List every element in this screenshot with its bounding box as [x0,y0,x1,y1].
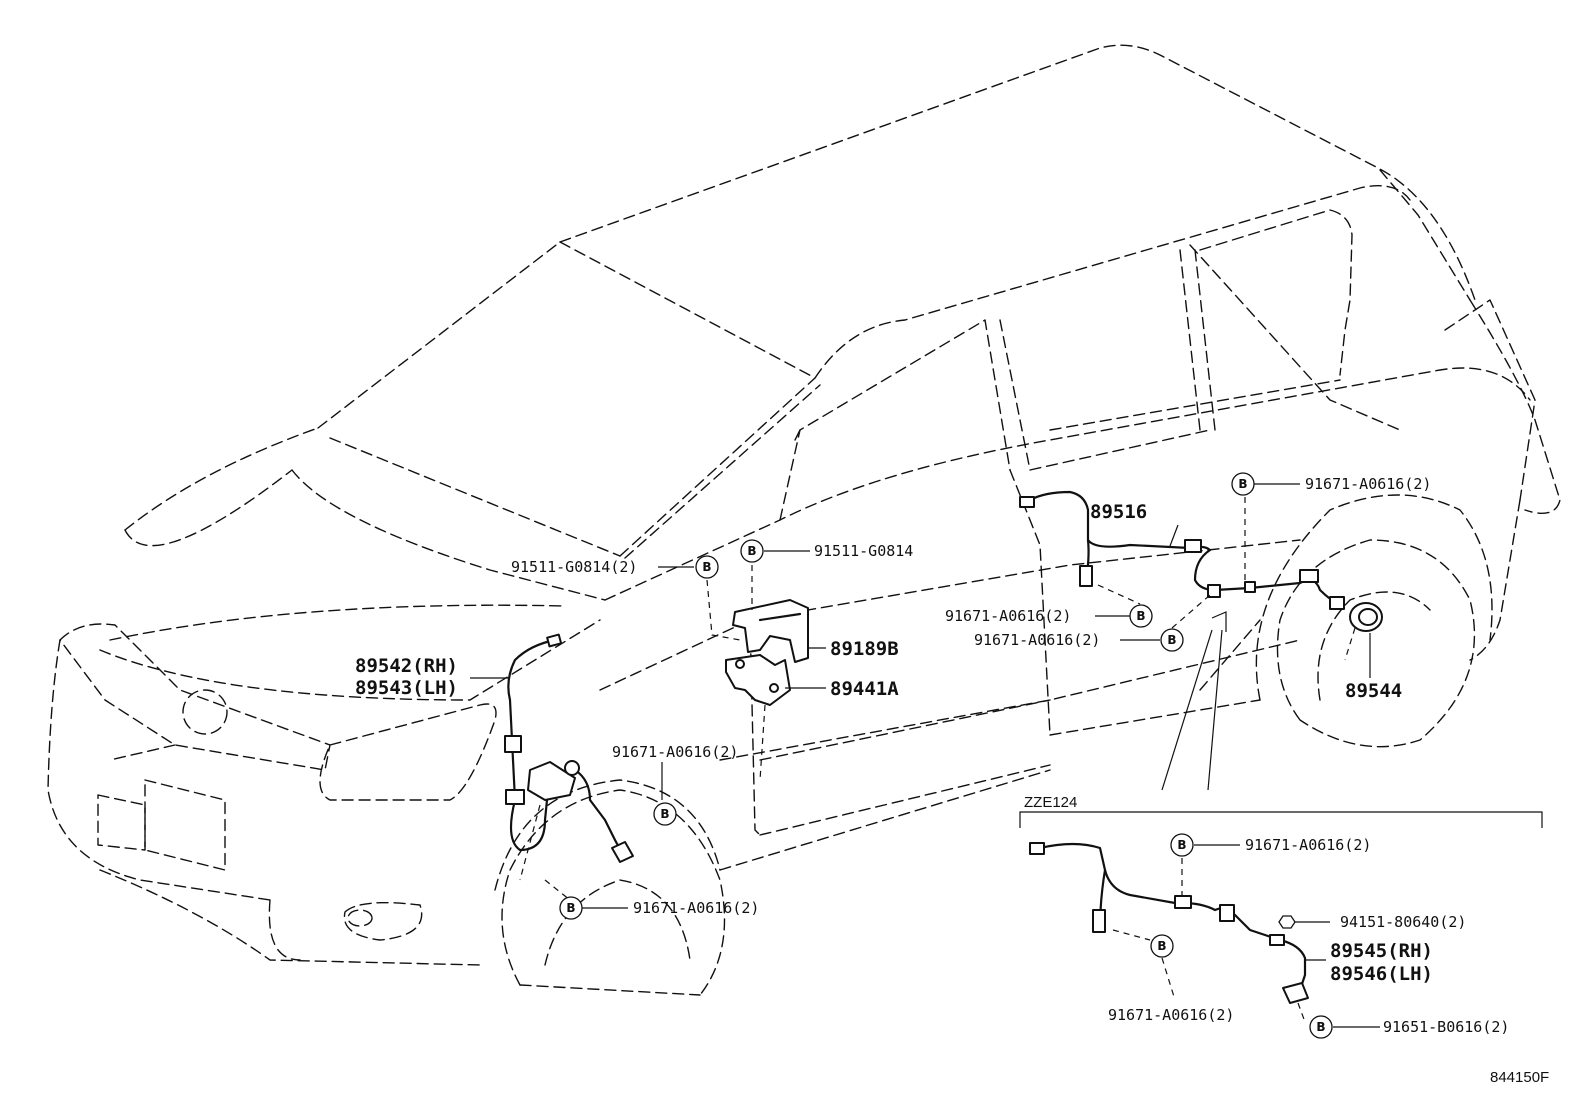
callout-89543-lh: 89543(LH) [355,677,458,699]
svg-text:B: B [1157,939,1166,953]
callout-zze-91671-top: 91671-A0616(2) [1245,836,1371,854]
svg-text:B: B [747,544,756,558]
callout-89542-rh: 89542(RH) [355,655,458,677]
svg-text:B: B [566,901,575,915]
bolt-marker: B [1150,934,1174,958]
callout-91671-front-upper: 91671-A0616(2) [612,743,738,761]
bolt-marker: B [559,896,583,920]
callout-91511-g0814-2: 91511-G0814(2) [511,558,637,576]
callout-91671-front-lower: 91671-A0616(2) [633,899,759,917]
callout-zze-89546-lh: 89546(LH) [1330,963,1433,985]
bolt-marker: B [1160,628,1184,652]
callout-zze-89545-rh: 89545(RH) [1330,940,1433,962]
callout-zze-94151: 94151-80640(2) [1340,913,1466,931]
nut-marker [1278,915,1296,929]
bolt-marker: B [1170,833,1194,857]
callout-zze-91671-bottom: 91671-A0616(2) [1108,1006,1234,1024]
leader-lines [470,483,1543,1028]
bolt-marker: B [1231,472,1255,496]
callout-89516: 89516 [1090,501,1147,523]
svg-text:B: B [702,560,711,574]
svg-text:B: B [1238,477,1247,491]
svg-text:B: B [660,807,669,821]
figure-code: 844150F [1490,1069,1549,1086]
callout-zze-91651: 91651-B0616(2) [1383,1018,1509,1036]
callout-91671-rear-top: 91671-A0616(2) [1305,475,1431,493]
bolt-marker: B [1129,604,1153,628]
bolt-markers: B B B B B B B B B B [559,472,1333,1039]
bolt-marker: B [740,539,764,563]
rear-wiring-harness [1019,490,1345,610]
svg-text:B: B [1316,1020,1325,1034]
callout-91671-mid-1: 91671-A0616(2) [945,607,1071,625]
rear-sensor-ring [1349,602,1383,632]
bolt-marker: B [1309,1015,1333,1039]
callout-91511-g0814: 91511-G0814 [814,542,913,560]
abs-bracket [725,599,809,706]
vehicle-outline [47,44,1561,996]
svg-text:B: B [1136,609,1145,623]
svg-text:B: B [1167,633,1176,647]
front-speed-sensor [504,633,634,863]
callout-89544: 89544 [1345,680,1402,702]
inset-label-zze124: ZZE124 [1024,794,1077,811]
part-callouts: 91511-G0814(2) 91511-G0814 89189B 89441A… [355,475,1549,1086]
bolt-marker: B [653,802,677,826]
callout-89441a: 89441A [830,678,899,700]
callout-89189b: 89189B [830,638,899,660]
callout-91671-mid-2: 91671-A0616(2) [974,631,1100,649]
zze124-harness [1029,842,1309,1004]
bolt-marker: B [695,555,719,579]
svg-text:B: B [1177,838,1186,852]
